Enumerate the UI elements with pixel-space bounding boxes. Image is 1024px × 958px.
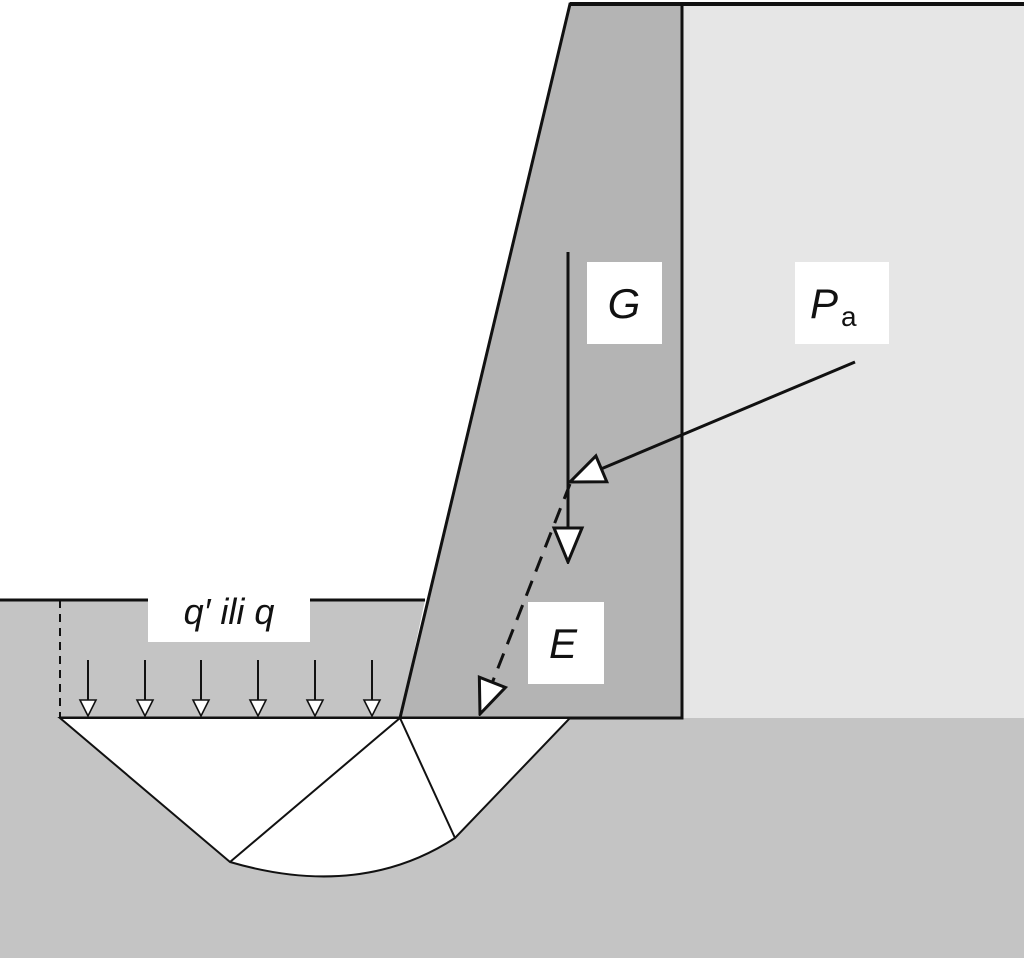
label-surcharge: q′ ili q <box>184 591 275 632</box>
label-pa-main: P <box>810 280 838 327</box>
label-pa-sub: a <box>841 301 857 332</box>
label-box-g <box>587 262 662 344</box>
active-pressure-vector <box>570 360 856 482</box>
failure-wedge-line-2 <box>399 717 456 839</box>
resultant-vector <box>480 483 572 714</box>
label-box-pa <box>795 262 889 344</box>
label-g: G <box>608 280 641 327</box>
label-box-q <box>148 580 310 642</box>
surcharge-arrows <box>78 660 382 718</box>
label-box-e <box>528 602 604 684</box>
front-soil <box>0 600 425 718</box>
label-e: E <box>549 620 578 667</box>
backfill-soil <box>682 4 1024 718</box>
failure-zone <box>57 717 573 878</box>
failure-wedge-line-1 <box>229 717 401 863</box>
